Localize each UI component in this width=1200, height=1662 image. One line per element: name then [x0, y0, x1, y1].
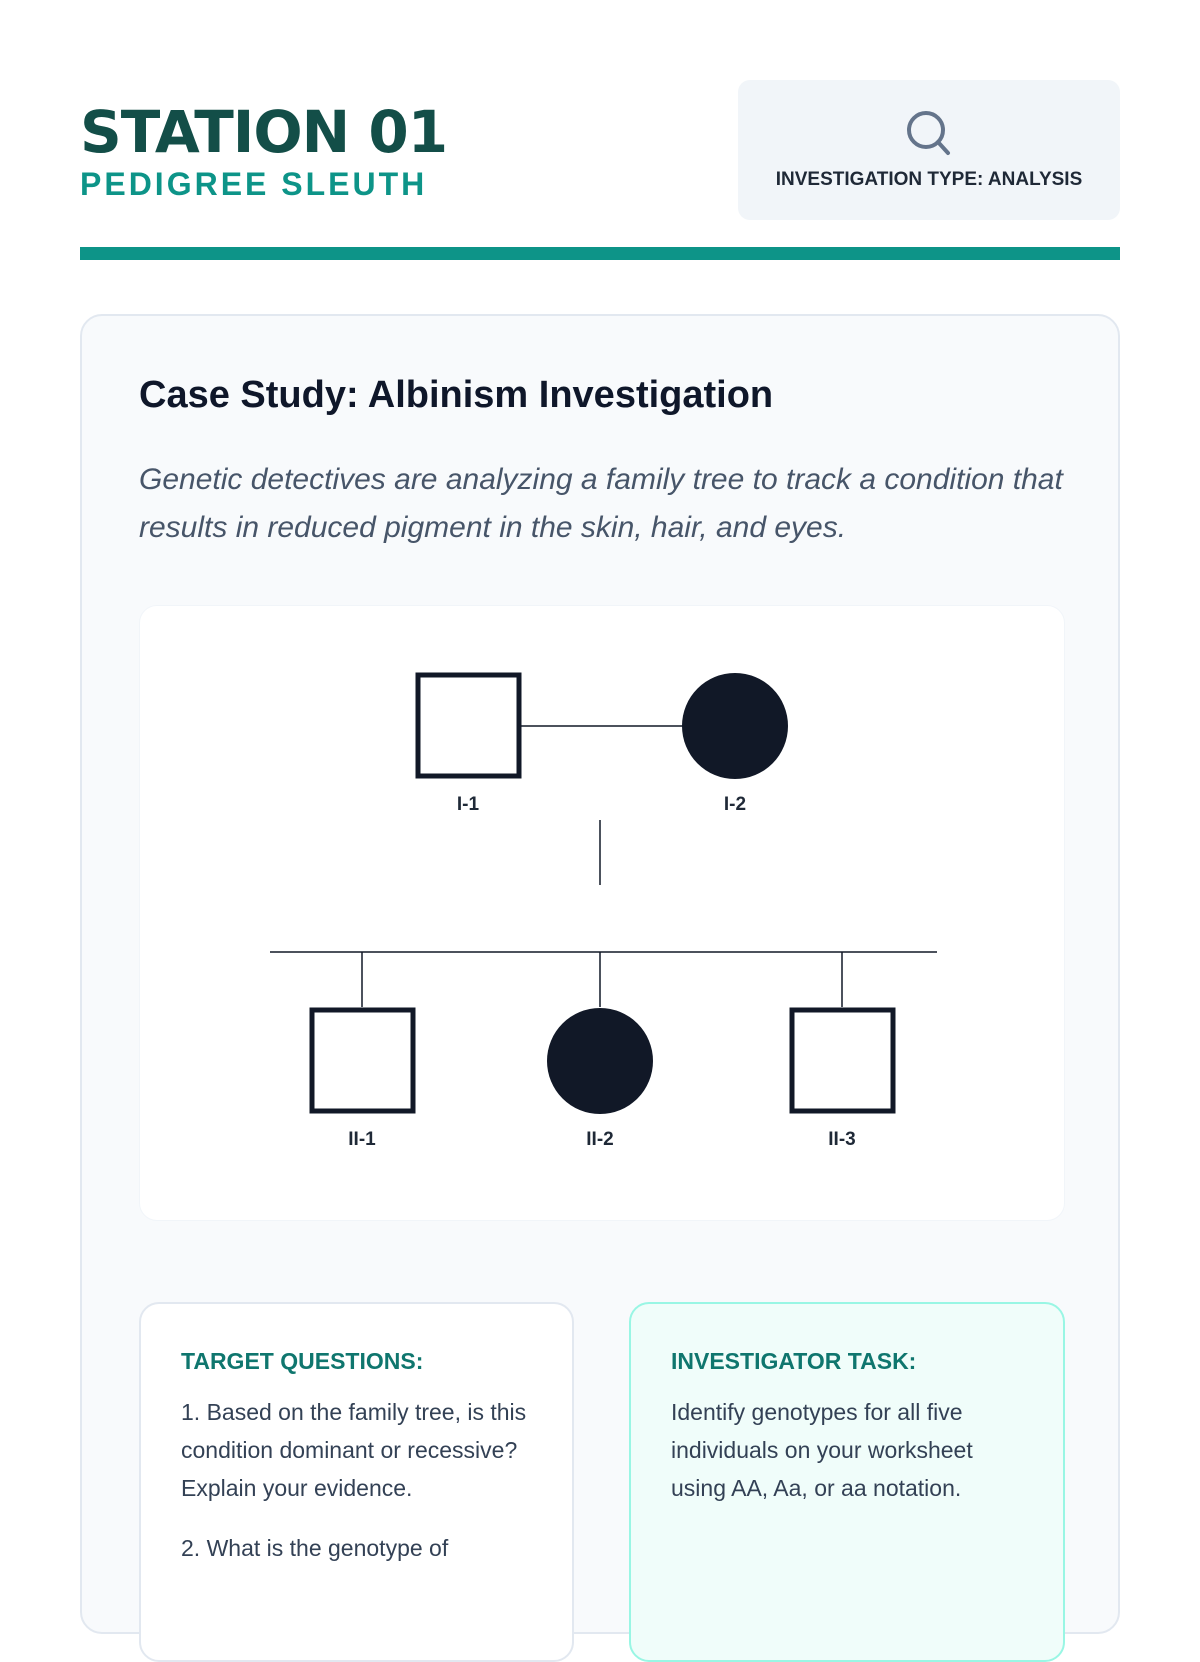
search-icon [907, 111, 950, 155]
individual-I-2-female-affected [682, 673, 788, 779]
investigation-type-badge: INVESTIGATION TYPE: ANALYSIS [738, 80, 1120, 220]
target-questions-heading: TARGET QUESTIONS: [181, 1348, 424, 1374]
label-II-3: II-3 [828, 1129, 855, 1150]
investigation-type-label: INVESTIGATION TYPE: ANALYSIS [775, 169, 1083, 190]
pedigree-chart: I-1 I-2 II-1 II-2 II-3 [139, 605, 1065, 1221]
station-subtitle: PEDIGREE SLEUTH [80, 166, 428, 202]
label-I-2: I-2 [724, 794, 746, 815]
station-title: STATION 01 [80, 98, 448, 166]
target-questions-panel: TARGET QUESTIONS: 1. Based on the family… [139, 1302, 574, 1662]
investigator-task-panel: INVESTIGATOR TASK: Identify genotypes fo… [629, 1302, 1065, 1662]
header-divider [80, 247, 1120, 260]
case-title: Case Study: Albinism Investigation [139, 374, 774, 416]
question-2: 2. What is the genotype of [181, 1535, 449, 1561]
label-II-2: II-2 [586, 1129, 613, 1150]
question-1: 1. Based on the family tree, is this con… [181, 1399, 527, 1501]
label-I-1: I-1 [457, 794, 480, 815]
individual-II-3-male [789, 1007, 896, 1114]
label-II-1: II-1 [348, 1129, 376, 1150]
individual-II-1-male [309, 1007, 416, 1114]
individual-I-1-male [415, 672, 522, 779]
case-description: Genetic detectives are analyzing a famil… [139, 463, 1063, 544]
investigator-task-heading: INVESTIGATOR TASK: [671, 1348, 917, 1374]
individual-II-2-female-affected [547, 1008, 653, 1114]
station-header: STATION 01 PEDIGREE SLEUTH INVESTIGATION… [80, 80, 1120, 220]
case-study-card: Case Study: Albinism Investigation Genet… [80, 314, 1120, 1662]
investigator-task-text: Identify genotypes for all five individu… [671, 1399, 973, 1501]
